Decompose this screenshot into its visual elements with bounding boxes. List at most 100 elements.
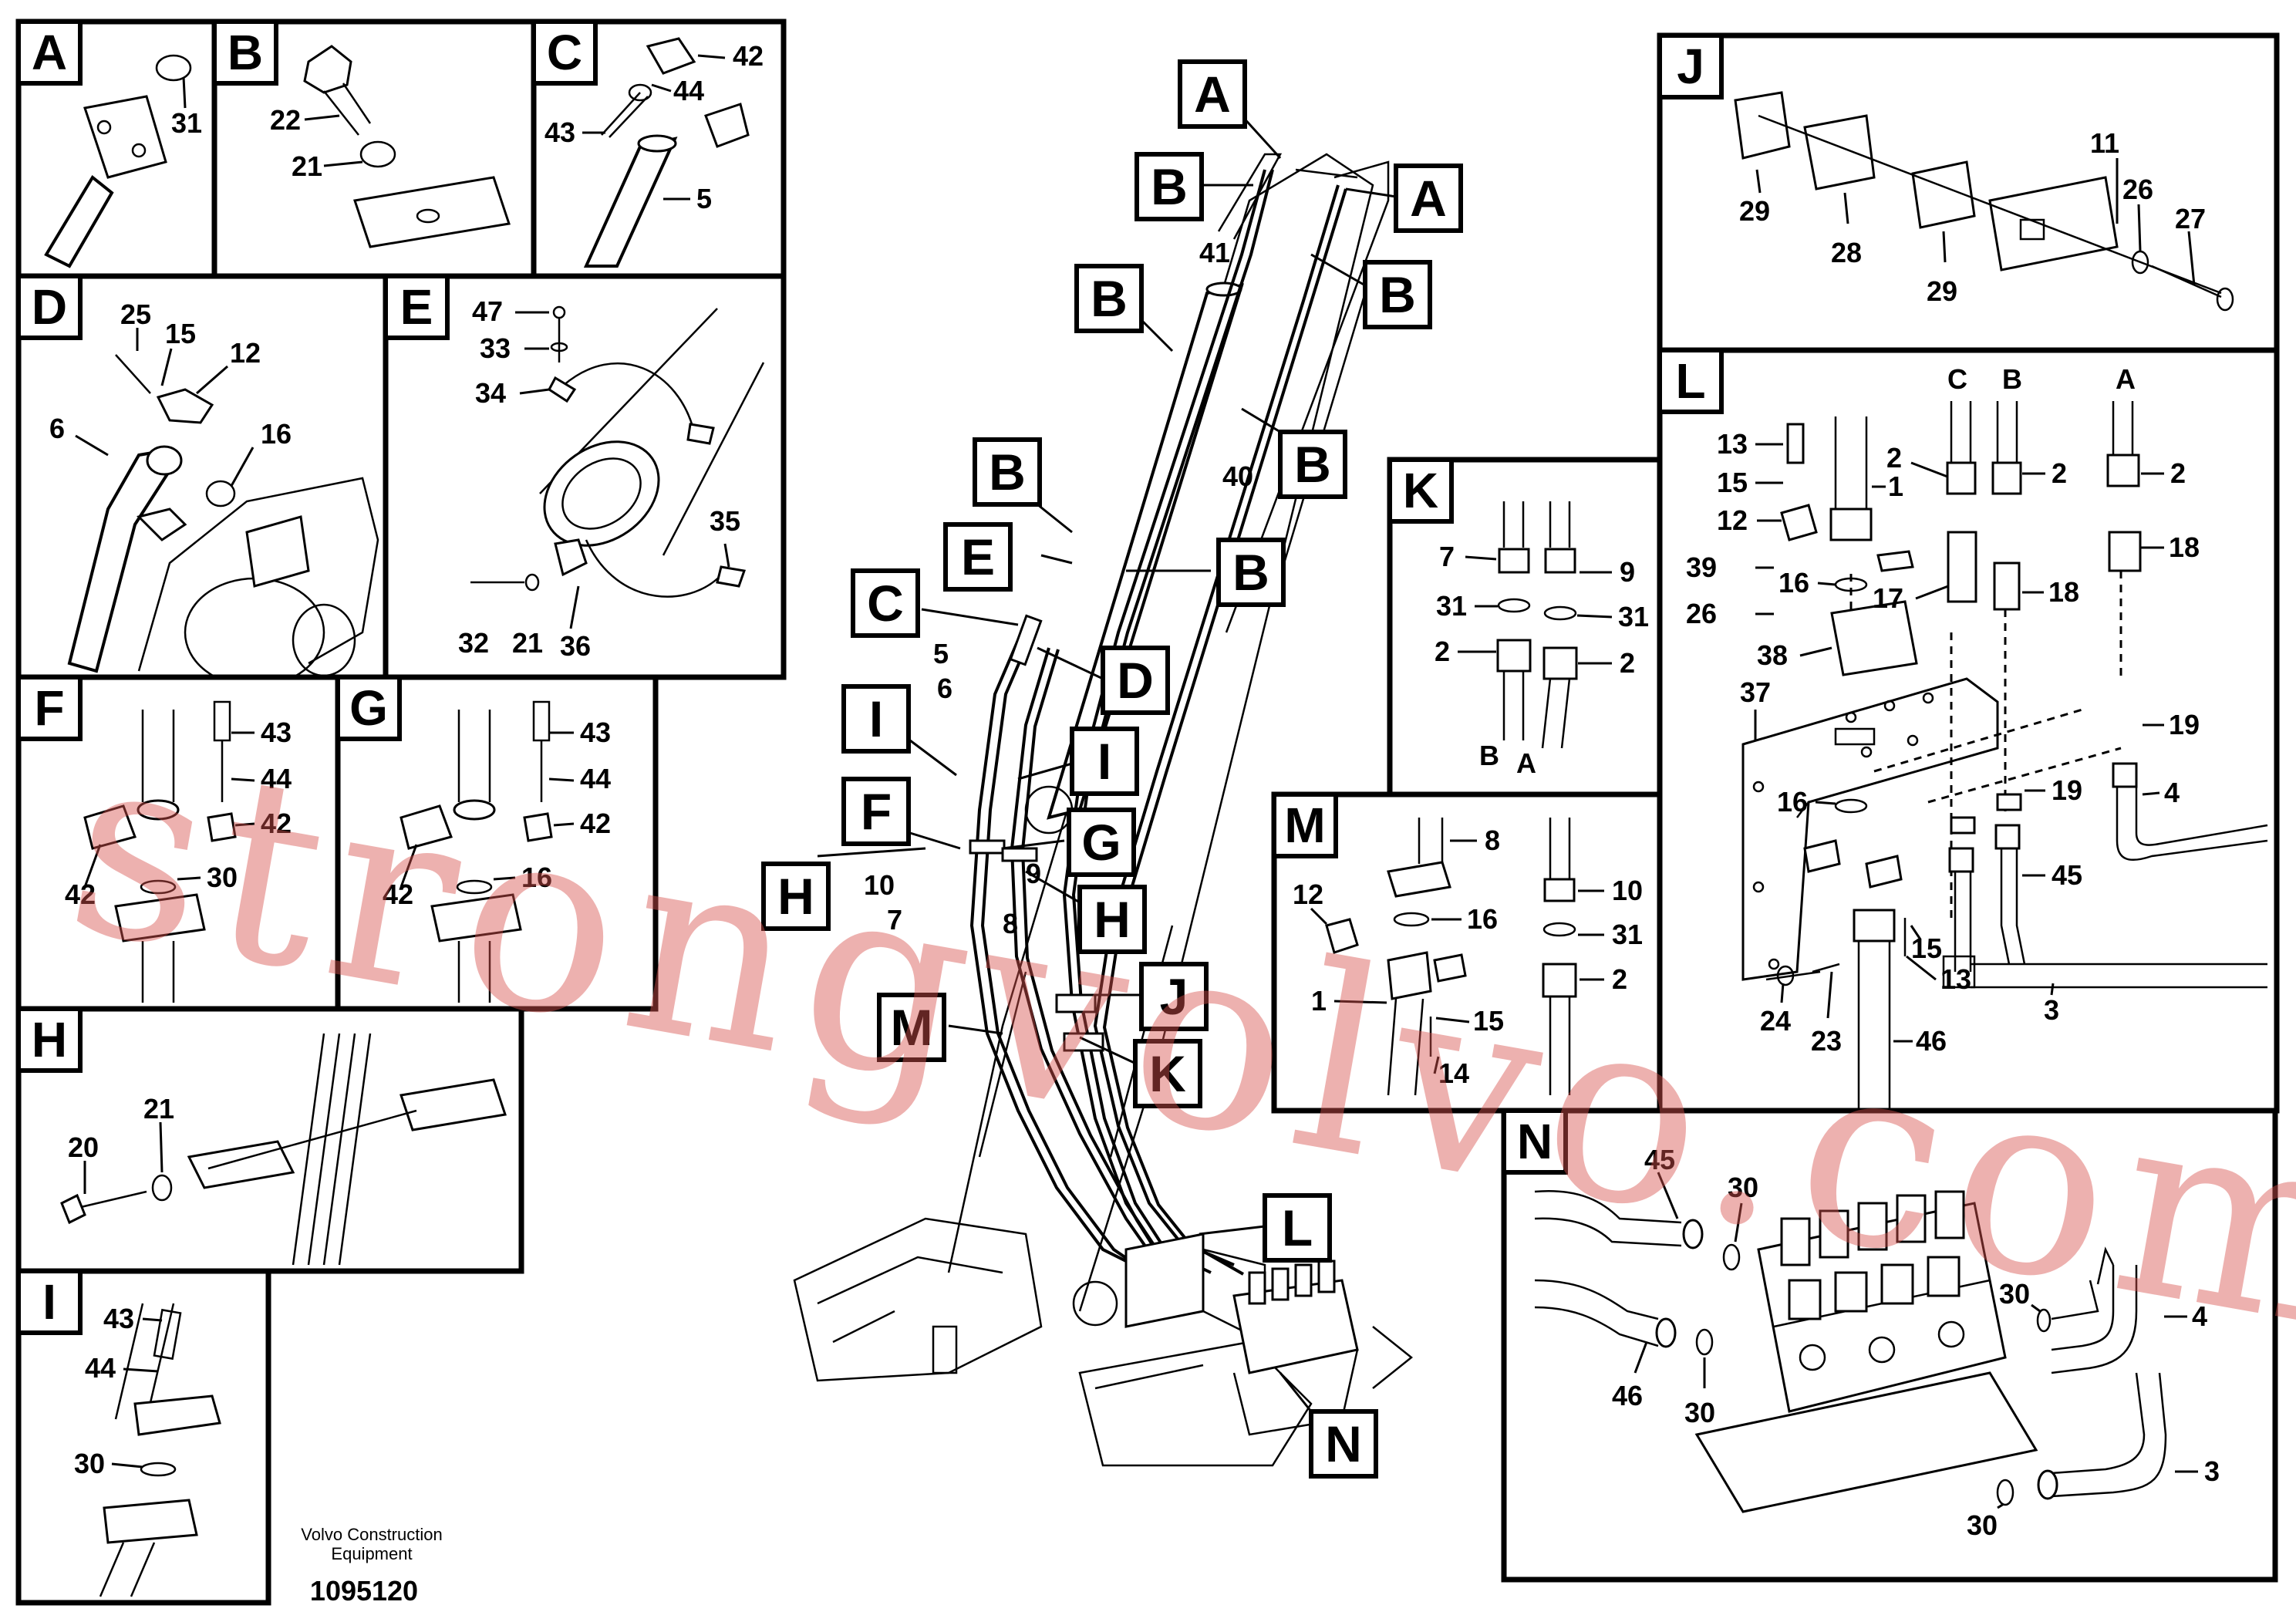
callout-b-mid-left: B (1091, 270, 1128, 327)
panel-k-part-9: 9 (1620, 556, 1635, 588)
panel-h-part-20: 20 (68, 1131, 99, 1163)
panel-c-part-42: 42 (733, 40, 764, 72)
panel-l-part-3: 3 (2044, 994, 2059, 1026)
panel-l-label: L (1675, 353, 1705, 409)
callout-a-top: A (1194, 66, 1231, 123)
panel-l-part-2c: 2 (2170, 457, 2186, 489)
panel-m-part-31: 31 (1612, 919, 1643, 950)
panel-f-part-43: 43 (261, 717, 292, 748)
panel-j-part-27: 27 (2175, 203, 2206, 234)
panel-m-part-2: 2 (1612, 963, 1627, 995)
callout-i-right: I (1097, 733, 1111, 790)
panel-i-part-43: 43 (103, 1303, 134, 1334)
panel-j-part-28: 28 (1831, 237, 1862, 268)
panel-k-label: K (1403, 463, 1438, 518)
panel-b: B 22 21 (211, 19, 537, 279)
panel-l-part-2a: 2 (1886, 442, 1902, 474)
panel-e-part-47: 47 (472, 295, 503, 327)
panel-j-part-29a: 29 (1739, 195, 1770, 227)
panel-g-part-42b: 42 (383, 878, 413, 910)
panel-f-part-30: 30 (207, 862, 238, 893)
callout-j: J (1160, 968, 1188, 1025)
panel-l-part-1: 1 (1888, 470, 1903, 502)
panel-g-part-42a: 42 (580, 808, 611, 839)
panel-e-part-32: 32 (458, 627, 489, 659)
callout-n: N (1325, 1415, 1362, 1472)
panel-i-label: I (42, 1274, 56, 1330)
panel-n-label: N (1517, 1114, 1553, 1169)
panel-l-port-b: B (2002, 363, 2022, 395)
panel-e-part-21: 21 (512, 627, 543, 659)
callout-h-right: H (1094, 891, 1131, 948)
panel-j: J 11 26 27 29 28 29 (1657, 32, 2280, 353)
panel-g-part-43: 43 (580, 717, 611, 748)
panel-d-part-16: 16 (261, 418, 292, 450)
panel-d-part-25: 25 (120, 298, 151, 330)
panel-i: I 43 44 30 (15, 1268, 271, 1606)
callout-g: G (1081, 814, 1121, 871)
panel-g-part-16: 16 (521, 862, 552, 893)
callout-k: K (1149, 1045, 1186, 1102)
panel-e-part-36: 36 (560, 630, 591, 662)
part-8: 8 (1003, 908, 1018, 939)
panel-e: E 47 33 34 35 32 21 36 (383, 273, 787, 680)
panel-l-port-c: C (1947, 363, 1967, 395)
panel-e-part-33: 33 (480, 332, 511, 364)
panel-n-part-3: 3 (2204, 1455, 2220, 1487)
panel-m: M 8 12 16 10 31 2 1 15 14 (1271, 791, 1663, 1114)
panel-k-port-b: B (1479, 740, 1499, 771)
callout-b-lower: B (1232, 544, 1269, 601)
panel-l-part-15a: 15 (1717, 467, 1748, 498)
panel-d: D 25 15 12 6 16 (15, 273, 389, 688)
callout-i-left: I (869, 690, 883, 747)
callout-m: M (891, 999, 933, 1056)
panel-g: G 43 44 42 16 42 (335, 674, 659, 1012)
panel-l-part-17: 17 (1873, 582, 1903, 614)
panel-b-part-22: 22 (270, 104, 301, 136)
panel-b-label: B (228, 25, 263, 80)
callout-b-right-mid: B (1294, 436, 1331, 493)
callout-b-right-upper: B (1379, 266, 1416, 323)
panel-l-part-24: 24 (1760, 1005, 1791, 1037)
panel-k-part-7: 7 (1439, 541, 1455, 572)
panel-d-label: D (32, 279, 67, 335)
footer: Volvo Construction Equipment 1095120 (301, 1525, 442, 1607)
panel-l-part-23: 23 (1811, 1025, 1842, 1057)
panel-l-part-37: 37 (1740, 676, 1771, 708)
panel-j-part-26: 26 (2122, 174, 2153, 205)
panel-e-label: E (400, 279, 433, 335)
panel-j-part-29b: 29 (1927, 275, 1957, 307)
part-6: 6 (937, 673, 952, 704)
panel-m-label: M (1284, 798, 1325, 853)
panel-k-port-a: A (1516, 747, 1536, 779)
panel-l-part-16a: 16 (1778, 567, 1809, 599)
panel-i-part-30: 30 (74, 1448, 105, 1479)
panel-l-part-12: 12 (1717, 504, 1748, 536)
panel-m-part-10: 10 (1612, 875, 1643, 906)
panel-k-part-2b: 2 (1620, 647, 1635, 679)
footer-company-line2: Equipment (331, 1544, 412, 1563)
panel-l-part-26: 26 (1686, 598, 1717, 629)
part-41: 41 (1199, 237, 1230, 268)
panel-f-part-42a: 42 (261, 808, 292, 839)
panel-n-part-30a: 30 (1728, 1172, 1758, 1203)
panel-e-part-35: 35 (710, 505, 740, 537)
panel-f: F 43 44 42 30 42 (15, 674, 341, 1012)
panel-c-label: C (547, 25, 582, 80)
panel-n-part-45: 45 (1644, 1144, 1675, 1175)
part-9: 9 (1026, 858, 1041, 889)
panel-n-part-46: 46 (1612, 1380, 1643, 1411)
panel-j-label: J (1677, 39, 1704, 94)
panel-l-part-4: 4 (2164, 777, 2180, 808)
panel-j-part-11: 11 (2090, 127, 2119, 159)
callout-b-top-left: B (1151, 158, 1188, 215)
panel-i-part-44: 44 (85, 1352, 116, 1384)
panel-h-part-21: 21 (143, 1093, 174, 1125)
callout-d: D (1117, 652, 1154, 709)
panel-k-part-2a: 2 (1435, 636, 1450, 667)
panel-m-part-1: 1 (1311, 985, 1327, 1017)
panel-l-part-19a: 19 (2169, 709, 2200, 740)
panel-d-part-12: 12 (230, 337, 261, 369)
panel-n-part-30c: 30 (1684, 1397, 1715, 1428)
